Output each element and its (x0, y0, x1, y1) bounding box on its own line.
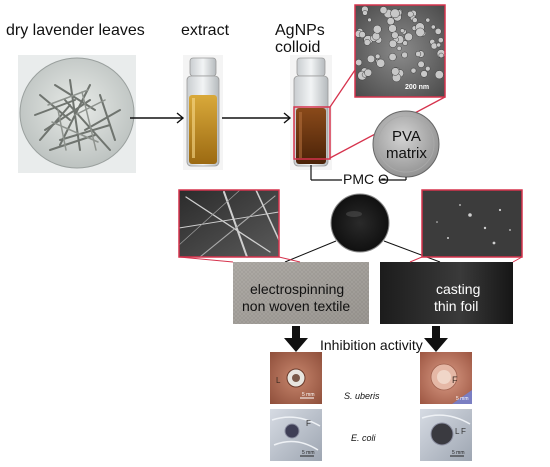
zoom-line (409, 256, 423, 263)
nanoparticle (379, 6, 388, 14)
pmc-dish-photo (330, 193, 390, 253)
nanoparticle (412, 17, 418, 23)
nanoparticle (407, 10, 414, 18)
nanoparticle (425, 17, 431, 23)
nanoparticle (355, 59, 363, 66)
nanoparticle (391, 67, 400, 76)
nanoparticle (372, 32, 381, 41)
plate-textile-e-coli: F 5 mm (270, 409, 322, 461)
thin-foil-label: thin foil (434, 298, 478, 314)
nanoparticle (436, 42, 441, 48)
plate-letter: L (455, 427, 460, 436)
nonwoven-textile-photo: electrospinning non woven textile (233, 262, 369, 324)
nanoparticle (402, 40, 408, 46)
zoom-line (329, 69, 356, 108)
label-extract: extract (181, 22, 230, 39)
lavender-leaves-photo (18, 55, 136, 173)
thin-foil-photo: casting thin foil (380, 262, 513, 324)
branch-line-left (284, 240, 337, 263)
nanoparticle (401, 51, 408, 59)
nanoparticle (404, 32, 413, 42)
nanoparticle (396, 45, 402, 51)
nanoparticle (410, 67, 417, 74)
nanoparticle (363, 39, 371, 46)
pmc-label: PMC Θ (343, 171, 389, 187)
label-colloid: colloid (275, 39, 320, 56)
nanoparticle (372, 24, 382, 34)
nanoparticle (388, 39, 397, 48)
nanoparticle (362, 10, 368, 16)
matrix-label: matrix (386, 145, 427, 162)
scale-bar-label: 5 mm (302, 392, 315, 398)
electrospun-fibers-sem-image (178, 189, 280, 258)
nanoparticle (434, 28, 442, 35)
plate-foil-s-uberis: F 5 mm (420, 352, 472, 404)
nanoparticle (437, 37, 444, 43)
plate-foil-e-coli: L F 5 mm (420, 409, 472, 461)
electrospinning-label: electrospinning (250, 281, 344, 297)
branch-line-right (383, 240, 441, 263)
label-e-coli: E. coli (351, 433, 377, 443)
nanoparticle (438, 52, 444, 59)
nonwoven-label: non woven textile (242, 298, 350, 314)
plate-letter: L (276, 376, 281, 385)
plate-letter: F (306, 419, 311, 428)
nanoparticle (358, 31, 366, 39)
scale-bar-label: 5 mm (456, 396, 469, 402)
nanoparticle (376, 58, 386, 68)
nanoparticle (434, 70, 444, 80)
nanoparticle (391, 31, 399, 39)
arrow-extract-to-colloid (222, 112, 292, 124)
nanoparticle (388, 24, 397, 33)
arrow-foil-down (424, 326, 448, 352)
nanoparticle (375, 53, 381, 60)
cast-foil-sem-image (421, 189, 523, 258)
nanoparticle (415, 51, 422, 57)
arrow-leaves-to-extract (130, 112, 185, 124)
nanoparticle (430, 24, 436, 30)
nanoparticle (388, 53, 397, 61)
nanoparticle (390, 8, 400, 19)
label-agnps: AgNPs (275, 22, 325, 39)
agnps-colloid-vial-photo (290, 55, 332, 170)
nanoparticle (366, 54, 376, 63)
inhibition-activity-label: Inhibition activity (320, 337, 423, 353)
nanoparticle (415, 27, 425, 37)
label-dry-lavender-leaves: dry lavender leaves (6, 22, 145, 39)
nanoparticle (399, 28, 405, 34)
zoom-line (178, 256, 234, 263)
plate-textile-s-uberis: L 5 mm (270, 352, 322, 404)
nanoparticle (417, 60, 425, 68)
pva-label: PVA (392, 128, 421, 145)
nanoparticle (364, 68, 373, 77)
zoom-line (512, 256, 523, 263)
plate-letter: F (452, 375, 458, 385)
colloid-highlight-frame (293, 106, 331, 160)
label-s-uberis: S. uberis (344, 391, 380, 401)
nanoparticle (420, 70, 428, 78)
pva-matrix-dish: PVA matrix (372, 110, 440, 178)
plate-letter: F (461, 427, 466, 436)
nanoparticle (386, 17, 395, 26)
scale-bar-label: 5 mm (452, 450, 465, 456)
nanoparticle (367, 17, 372, 23)
extract-vial-photo (183, 55, 223, 170)
sem-scale-label: 200 nm (405, 84, 429, 91)
sem-nanoparticles-image: 200 nm (354, 4, 446, 98)
nanoparticle (425, 66, 431, 72)
merge-connector (310, 165, 407, 181)
nanoparticle (430, 42, 438, 50)
zoom-line (278, 256, 301, 263)
scale-bar-label: 5 mm (302, 450, 315, 456)
arrow-textile-down (284, 326, 308, 352)
casting-label: casting (436, 281, 480, 297)
